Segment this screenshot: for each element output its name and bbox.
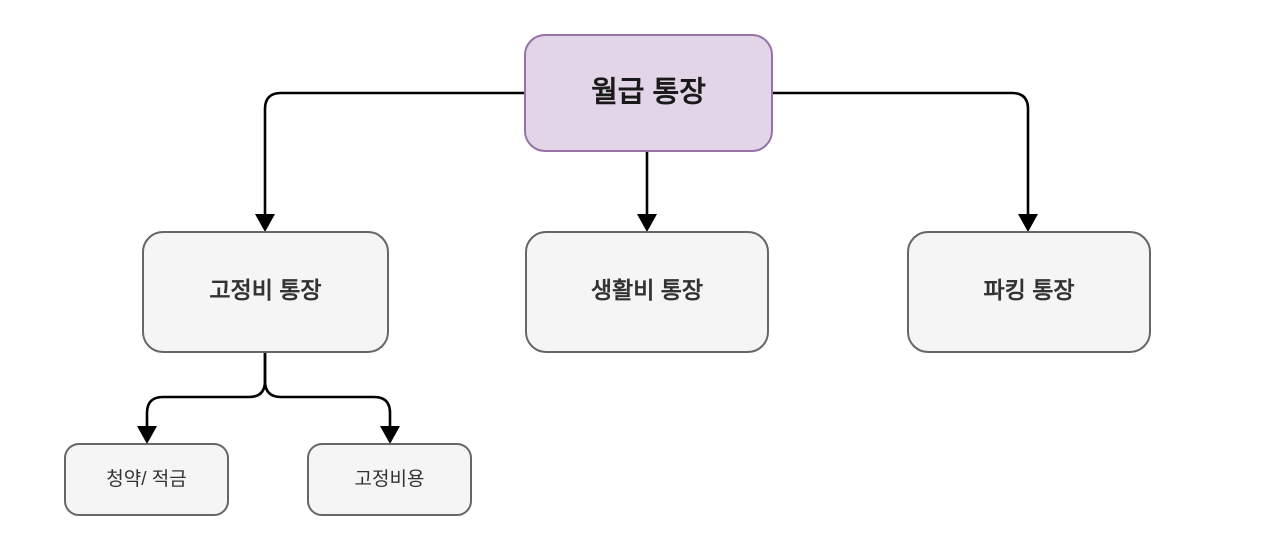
node-fixed-account-label: 고정비 통장 (209, 277, 321, 303)
node-fixed-account-box[interactable] (142, 231, 389, 353)
arrowhead-layer (137, 214, 1038, 444)
edge-fixed-to-fixedcost (263, 352, 392, 428)
edge-layer (145, 91, 1030, 428)
node-parking-account-box[interactable] (907, 231, 1151, 353)
node-savings-box[interactable] (64, 443, 229, 516)
node-root[interactable]: 월급 통장 (524, 34, 773, 152)
node-living-account-box[interactable] (525, 231, 769, 353)
node-root-label: 월급 통장 (591, 76, 706, 109)
node-parking-account[interactable]: 파킹 통장 (907, 231, 1151, 353)
node-living-account-label: 생활비 통장 (591, 277, 703, 303)
node-fixed-cost-label: 고정비용 (355, 468, 425, 490)
node-living-account[interactable]: 생활비 통장 (525, 231, 769, 353)
edge-root-to-parking (772, 91, 1030, 216)
arrow-down-icon-to-savings (137, 426, 157, 444)
arrow-down-icon-to-living (637, 214, 657, 232)
node-root-box[interactable] (524, 34, 773, 152)
arrow-down-icon-to-parking (1018, 214, 1038, 232)
node-fixed-cost-box[interactable] (307, 443, 472, 516)
edge-fixed-to-savings (145, 352, 267, 428)
node-fixed-cost[interactable]: 고정비용 (307, 443, 472, 516)
arrow-down-icon-to-fixedcost (380, 426, 400, 444)
node-parking-account-label: 파킹 통장 (983, 277, 1074, 303)
node-savings[interactable]: 청약/ 적금 (64, 443, 229, 516)
node-fixed-account[interactable]: 고정비 통장 (142, 231, 389, 353)
arrow-down-icon-to-fixed (255, 214, 275, 232)
node-savings-label: 청약/ 적금 (106, 468, 186, 490)
edge-root-to-fixed (263, 91, 525, 216)
